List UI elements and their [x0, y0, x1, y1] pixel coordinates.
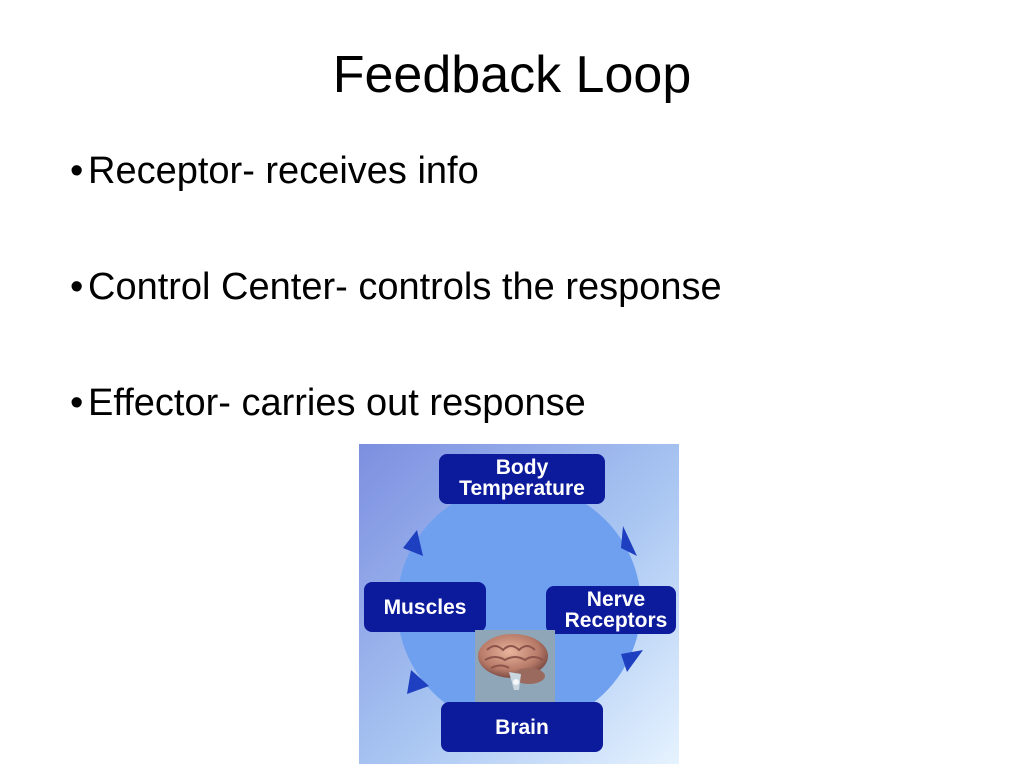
bullet-marker: • [70, 266, 84, 308]
body-temperature-line1: Body [495, 456, 549, 479]
diagram-graphic [359, 444, 679, 764]
bullet-marker: • [70, 150, 84, 192]
brain-label: Brain [495, 716, 549, 739]
node-muscles [364, 582, 486, 632]
brain-image [475, 630, 555, 702]
nerve-receptors-line2: Receptors [564, 609, 668, 632]
node-nerve-receptors [546, 586, 676, 634]
bullet-effector: •Effector- carries out response [70, 377, 722, 429]
loop-circle [397, 484, 641, 728]
muscles-label: Muscles [383, 596, 467, 619]
bullet-control-center: •Control Center- controls the response [70, 261, 722, 313]
arrow-icon [621, 650, 643, 672]
arrow-icon [403, 530, 423, 556]
bullet-list: •Receptor- receives info •Control Center… [70, 145, 722, 493]
bullet-text: Control Center- controls the response [88, 266, 722, 308]
arrow-icon [407, 670, 429, 694]
nerve-receptors-label: Nerve Receptors [546, 589, 679, 631]
node-brain [441, 702, 603, 752]
body-temperature-label: Body Temperature [439, 457, 605, 499]
node-body-temperature [439, 454, 605, 504]
bullet-receptor: •Receptor- receives info [70, 145, 722, 197]
bullet-text: Receptor- receives info [88, 150, 479, 192]
body-temperature-line2: Temperature [459, 477, 585, 500]
nerve-receptors-line1: Nerve [586, 588, 646, 611]
bullet-text: Effector- carries out response [88, 382, 586, 424]
feedback-loop-diagram: Body Temperature Nerve Receptors Brain M… [359, 444, 679, 764]
bullet-marker: • [70, 382, 84, 424]
arrow-icon [621, 526, 637, 556]
slide-title: Feedback Loop [332, 46, 692, 104]
